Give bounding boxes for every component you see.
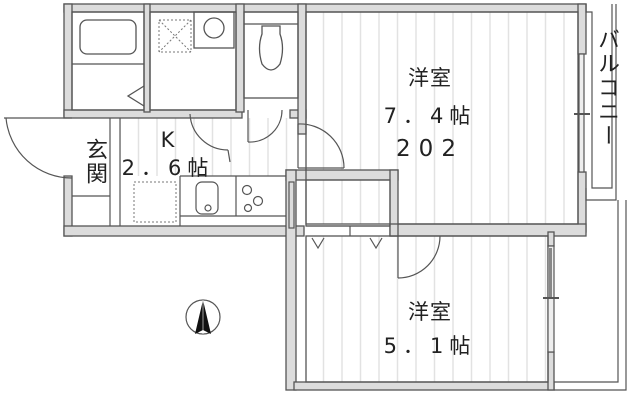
stove-icon [241,184,264,213]
closet [288,179,391,250]
unit-number: 202 [396,136,464,162]
entrance-outline [72,118,121,226]
room-5-1-label: 洋室 5．1帖 [380,296,480,360]
north-arrow-icon [185,299,221,335]
room-outlines [71,11,579,383]
floor-stripes [120,12,578,382]
kitchen-counter [179,175,286,226]
toilet-icon [244,23,298,71]
window-small-room [543,245,559,353]
room-7-4-label: 洋室 7．4帖 202 [380,62,480,162]
room-5-1-name: 洋室 [408,300,452,324]
kitchen-label: K 2．6帖 [118,128,218,182]
room-5-1-size: 5．1帖 [383,334,477,358]
kitchen-name: K [160,128,176,152]
entrance-label: 玄関 [82,138,107,186]
window-main-room [574,53,590,173]
bathtub-icon [72,19,145,107]
kitchen-size: 2．6帖 [121,156,215,180]
doors [4,109,441,279]
balcony-outline [554,4,627,391]
washing-machine-icon [158,19,192,53]
washbasin-icon [193,11,235,49]
balcony-label: バルコニー [594,28,619,148]
room-7-4-name: 洋室 [408,66,452,90]
refrigerator-space-icon [133,181,177,223]
room-7-4-size: 7．4帖 [383,104,477,128]
sink-icon [195,181,219,215]
